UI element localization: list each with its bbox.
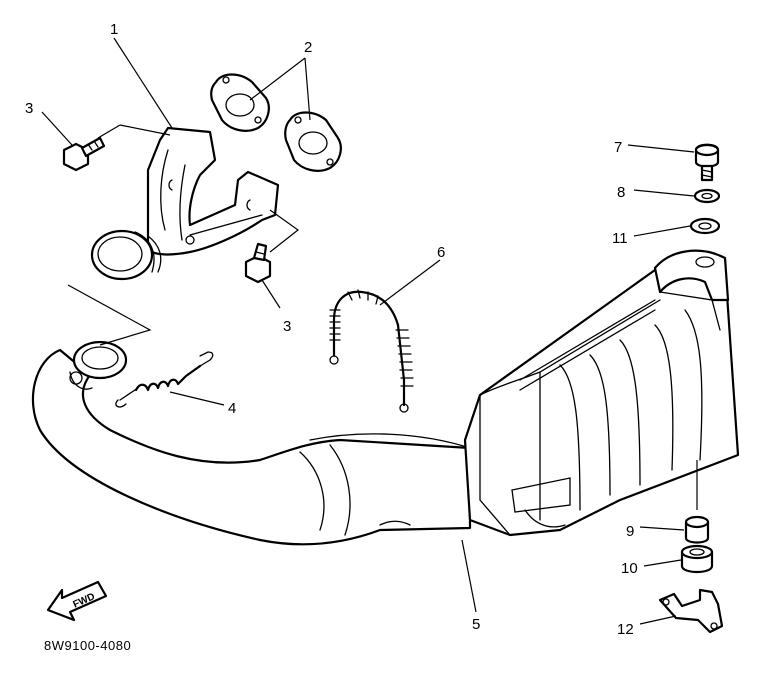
callout-10: 10 [621, 560, 638, 577]
callout-3-upper: 3 [25, 100, 33, 117]
callout-2: 2 [304, 39, 312, 56]
bracket-12 [658, 588, 724, 634]
callout-9: 9 [626, 523, 634, 540]
exhaust-pipe [31, 340, 472, 546]
callout-6: 6 [437, 244, 445, 261]
diagram-code: 8W9100-4080 [44, 638, 131, 653]
leader-lines [41, 37, 698, 625]
callout-1: 1 [110, 21, 118, 38]
callouts: 1 2 3 3 4 5 6 7 8 9 10 11 12 [25, 21, 638, 638]
collar-9 [684, 515, 710, 544]
callout-8: 8 [617, 184, 625, 201]
muffler [463, 249, 740, 537]
bolt-7 [694, 143, 720, 182]
washer-8 [693, 188, 721, 204]
washer-11 [689, 217, 721, 235]
callout-3-lower: 3 [283, 318, 291, 335]
gasket-lower [284, 111, 342, 172]
callout-5: 5 [472, 616, 480, 633]
callout-4: 4 [228, 400, 236, 417]
callout-11: 11 [612, 230, 628, 247]
heat-wire [329, 289, 414, 413]
forward-arrow-icon: FWD [46, 580, 108, 622]
exhaust-manifold [90, 126, 280, 281]
callout-7: 7 [614, 139, 622, 156]
bolt-upper [62, 136, 106, 172]
bolt-lower [244, 242, 272, 284]
gasket-upper [210, 73, 270, 132]
spring [115, 351, 214, 408]
damper-10 [680, 544, 714, 574]
callout-12: 12 [617, 621, 634, 638]
